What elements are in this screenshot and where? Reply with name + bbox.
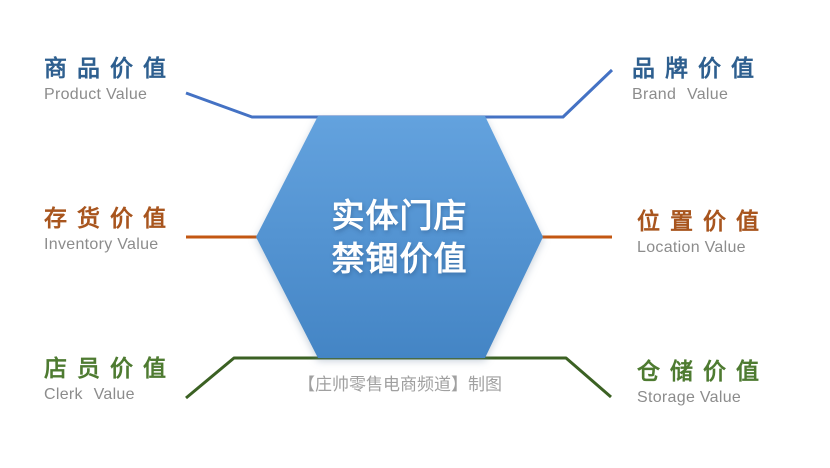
node-inventory-title-en: Inventory Value (44, 236, 159, 253)
attribution-caption: 【庄帅零售电商频道】制图 (298, 375, 502, 394)
node-location-value: 位置价值 Location Value (637, 207, 769, 258)
node-storage-value: 仓储价值 Storage Value (637, 357, 769, 408)
node-inventory-title-zh: 存货价值 (44, 205, 176, 231)
node-clerk-title-zh: 店员价值 (44, 355, 176, 381)
connector-top-blue-line (185, 68, 614, 119)
node-location-title-zh: 位置价值 (637, 208, 769, 234)
node-clerk-value: 店员价值 Clerk Value (44, 354, 176, 405)
node-product-title-zh: 商品价值 (44, 55, 176, 81)
node-product-value: 商品价值 Product Value (44, 54, 176, 105)
hexagon-shape (256, 116, 543, 358)
node-brand-title-zh: 品牌价值 (632, 55, 764, 81)
node-product-title-en: Product Value (44, 86, 148, 103)
node-brand-title-en: Brand Value (632, 86, 729, 103)
node-location-title-en: Location Value (637, 239, 746, 256)
node-inventory-value: 存货价值 Inventory Value (44, 204, 176, 255)
node-clerk-title-en: Clerk Value (44, 386, 135, 403)
node-storage-title-en: Storage Value (637, 389, 742, 406)
node-brand-value: 品牌价值 Brand Value (632, 54, 764, 105)
node-storage-title-zh: 仓储价值 (637, 358, 769, 384)
